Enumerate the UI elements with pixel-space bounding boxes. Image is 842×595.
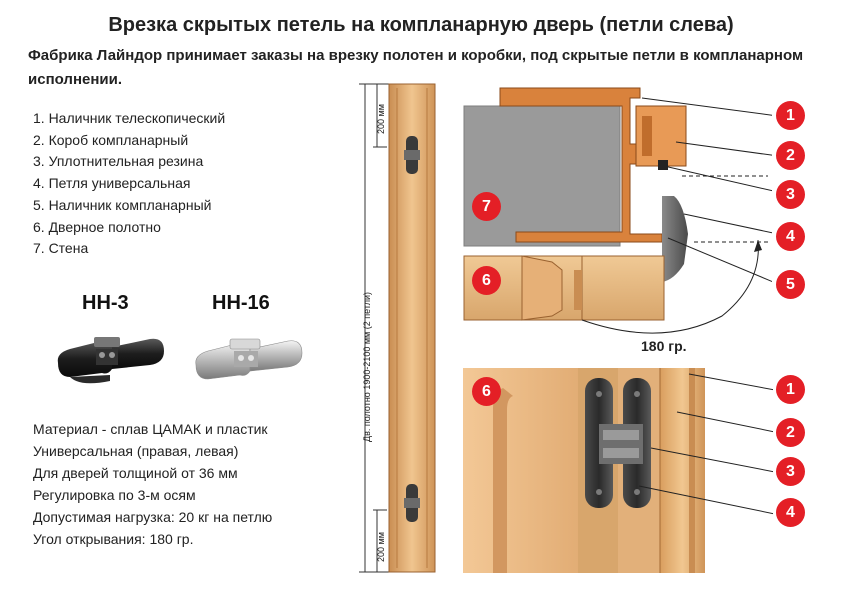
legend-item: 3. Уплотнительная резина [33,153,204,170]
hinge-photo-chrome [195,338,303,380]
legend-item: 5. Наличник компланарный [33,196,212,213]
hinge-top-icon [404,136,420,174]
callout-badge-2: 2 [776,141,805,170]
frame-trim [499,87,663,243]
door-height-diagram: 200 мм Дв. полотно 1900-2100 мм (2 петли… [359,83,436,573]
specifications: Материал - сплав ЦАМАК и пластик Универс… [33,418,272,550]
spec-line: Угол открывания: 180 гр. [33,531,194,547]
hinge-section [662,196,688,282]
legend-item: 7. Стена [33,240,89,257]
spec-line: Регулировка по 3-м осям [33,487,196,503]
dim-bottom-label: 200 мм [376,532,386,562]
dim-door-height-label: Дв. полотно 1900-2100 мм (2 петли) [362,292,372,442]
component-legend: 1. Наличник телескопический 2. Короб ком… [33,108,225,260]
spec-line: Для дверей толщиной от 36 мм [33,465,238,481]
frame-face [660,368,705,573]
model-label-nn3: НН-3 [82,292,129,314]
page-title: Врезка скрытых петель на компланарную дв… [108,14,734,36]
legend-item: 1. Наличник телескопический [33,110,226,126]
callout-badge-leaf-bottom: 6 [472,377,501,406]
callout-badge-bottom-4: 4 [776,498,805,527]
hinge-photo-black [57,337,164,384]
callout-badge-leaf: 6 [472,266,501,295]
legend-item: 4. Петля универсальная [33,175,191,192]
legend-item: 6. Дверное полотно [33,218,161,235]
opening-angle-label: 180 гр. [641,338,687,354]
spec-line: Материал - сплав ЦАМАК и пластик [33,421,268,437]
rotation-arc [581,239,759,334]
callout-badge-wall: 7 [472,192,501,221]
page-subtitle: Фабрика Лайндор принимает заказы на врез… [28,47,804,88]
section-diagram-top [463,87,772,334]
callout-badge-5: 5 [776,270,805,299]
legend-item: 2. Короб компланарный [33,131,189,148]
spec-line: Универсальная (правая, левая) [33,443,239,459]
callout-badge-4: 4 [776,222,805,251]
model-label-nn16: НН-16 [212,292,270,314]
seal-rubber [658,160,668,170]
callout-badge-bottom-3: 3 [776,457,805,486]
callout-badge-1: 1 [776,101,805,130]
dim-top-label: 200 мм [376,104,386,134]
callout-badge-3: 3 [776,180,805,209]
hinge-bottom-icon [404,484,420,522]
wall-block [464,106,620,246]
hinge-closeup-diagram [463,368,773,573]
spec-line: Допустимая нагрузка: 20 кг на петлю [33,509,273,525]
callout-badge-bottom-1: 1 [776,375,805,404]
door-leaf-section [463,255,665,321]
callout-badge-bottom-2: 2 [776,418,805,447]
